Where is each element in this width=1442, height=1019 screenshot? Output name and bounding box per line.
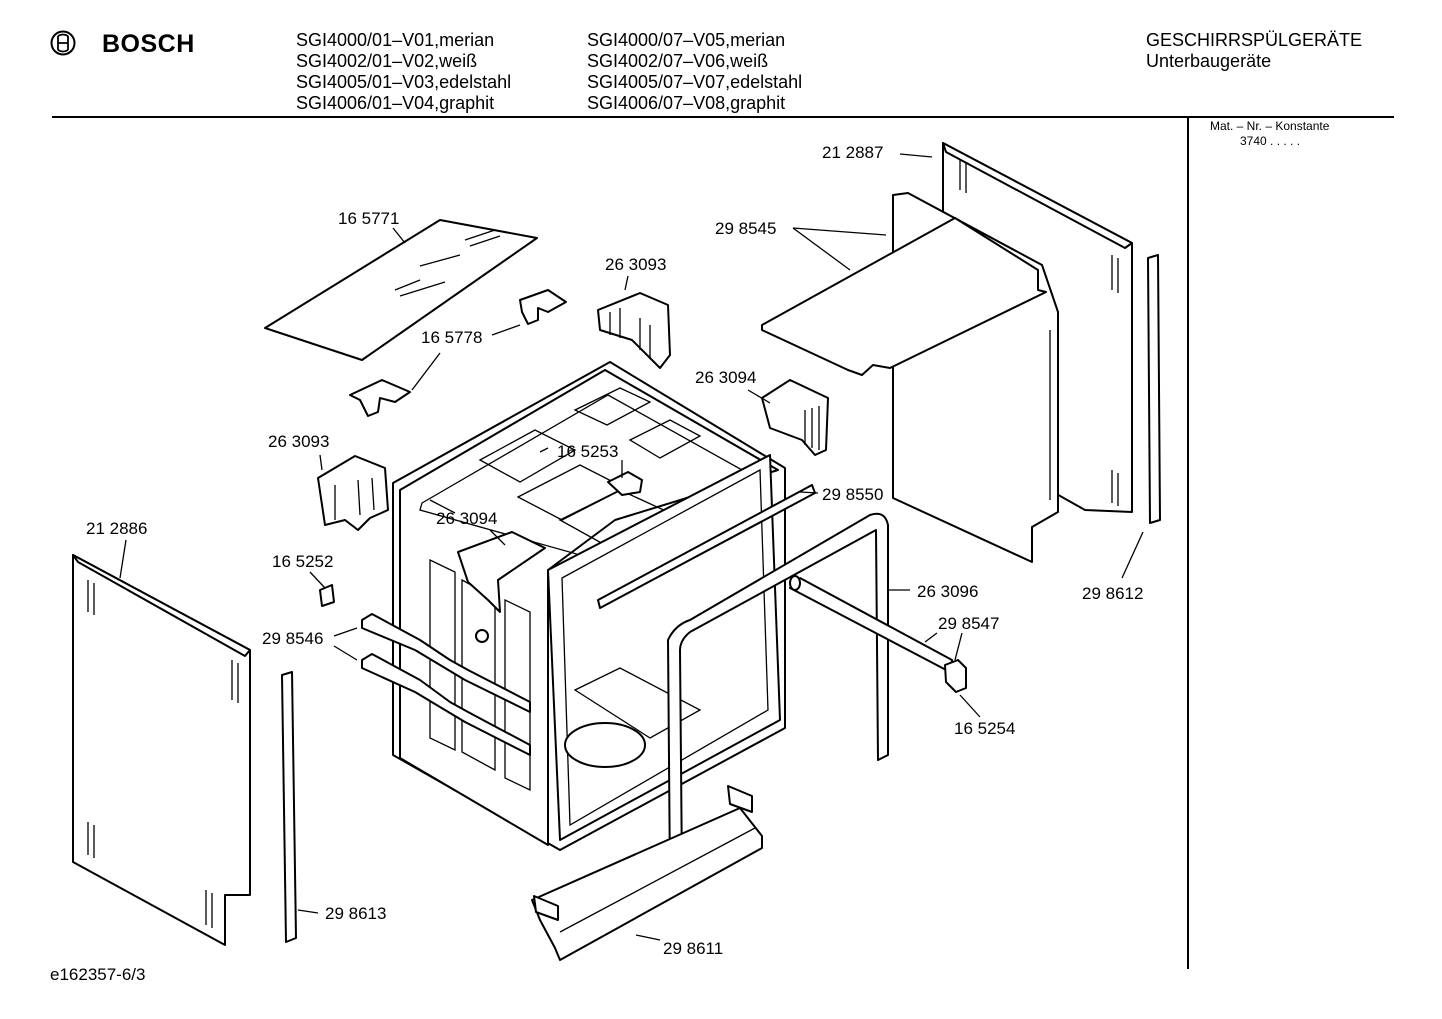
part-label-21-2886[interactable]: 21 2886 [86,519,147,538]
model-item: SGI4000/01–V01,merian [296,30,495,50]
part-label-26-3094-right[interactable]: 26 3094 [695,368,756,387]
part-label-29-8612[interactable]: 29 8612 [1082,584,1143,603]
model-item: SGI4006/07–V08,graphit [587,93,786,113]
hinge-clip-top-icon[interactable] [597,292,671,369]
model-item: SGI4006/01–V04,graphit [296,93,495,113]
material-number-block: Mat. – Nr. – Konstante 3740 . . . . . [1210,119,1329,149]
category-title: GESCHIRRSPÜLGERÄTE [1146,30,1363,50]
part-label-29-8546[interactable]: 29 8546 [262,629,323,648]
part-label-29-8611[interactable]: 29 8611 [663,939,723,958]
small-clip-icon[interactable] [319,584,335,607]
guide-rails-left-icon[interactable] [361,613,531,756]
model-list-left: SGI4000/01–V01,merian SGI4002/01–V02,wei… [296,30,511,114]
hinge-cover-right-icon[interactable] [761,379,829,456]
insulation-mat-icon[interactable] [761,192,1059,563]
hinge-clip-left-icon[interactable] [317,455,389,531]
side-divider [1187,117,1189,969]
model-item: SGI4000/07–V05,merian [587,30,786,50]
part-label-26-3093-left[interactable]: 26 3093 [268,432,329,451]
part-label-16-5778[interactable]: 16 5778 [421,328,482,347]
part-label-29-8550[interactable]: 29 8550 [822,485,883,504]
material-number-value: 3740 . . . . . [1240,134,1301,148]
part-label-16-5253[interactable]: 16 5253 [557,442,618,461]
side-strip-left-icon[interactable] [281,671,297,943]
material-number-label: Mat. – Nr. – Konstante [1210,119,1330,133]
part-label-29-8613[interactable]: 29 8613 [325,904,386,923]
model-item: SGI4005/07–V07,edelstahl [587,72,803,92]
door-seal-icon[interactable] [667,512,889,881]
hinge-cover-left-icon[interactable] [457,531,546,643]
bosch-logo-icon [50,30,76,56]
part-label-16-5254[interactable]: 16 5254 [954,719,1015,738]
base-plinth-icon[interactable] [531,785,763,961]
side-strip-right-icon[interactable] [1147,254,1161,524]
left-side-panel-icon[interactable] [72,554,251,946]
top-foil-icon[interactable] [264,219,538,361]
spray-tube-icon[interactable] [789,575,953,673]
latch-clip-icon[interactable] [607,471,643,496]
model-item: SGI4002/01–V02,weiß [296,51,478,71]
model-list-right: SGI4000/07–V05,merian SGI4002/07–V06,wei… [587,30,802,114]
drawing-code: e162357-6/3 [50,965,146,984]
category-heading: GESCHIRRSPÜLGERÄTE Unterbaugeräte [1146,30,1362,72]
part-labels: 21 2887 29 8545 16 5771 26 3093 16 5778 … [86,143,1143,958]
part-label-16-5771[interactable]: 16 5771 [338,209,399,228]
model-item: SGI4005/01–V03,edelstahl [296,72,512,92]
model-item: SGI4002/07–V06,weiß [587,51,769,71]
part-label-26-3096[interactable]: 26 3096 [917,582,978,601]
part-label-26-3093-top[interactable]: 26 3093 [605,255,666,274]
part-label-29-8547[interactable]: 29 8547 [938,614,999,633]
category-subtitle: Unterbaugeräte [1146,51,1272,71]
part-label-29-8545[interactable]: 29 8545 [715,219,776,238]
mounting-bracket-icon[interactable] [349,289,567,417]
part-label-21-2887[interactable]: 21 2887 [822,143,883,162]
brand-name: BOSCH [102,30,195,58]
part-label-16-5252[interactable]: 16 5252 [272,552,333,571]
end-cap-icon[interactable] [944,659,967,693]
header-divider [52,116,1394,118]
part-label-26-3094-left[interactable]: 26 3094 [436,509,497,528]
